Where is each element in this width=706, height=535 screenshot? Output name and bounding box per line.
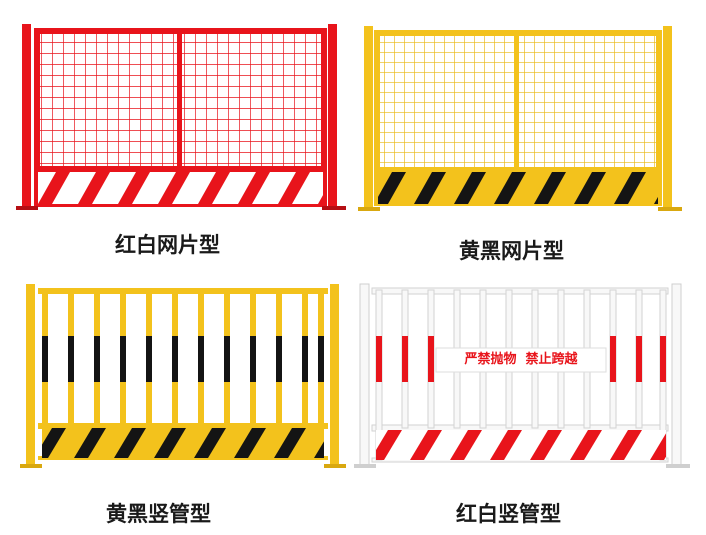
caption-red-white-mesh: 红白网片型 [115, 233, 220, 257]
fence-red-white-tube-image [354, 283, 690, 468]
caption-yellow-black-mesh: 黄黑网片型 [459, 239, 564, 263]
caption-yellow-black-tube: 黄黑竖管型 [106, 502, 211, 526]
fence-yellow-black-mesh [354, 22, 694, 222]
fence-yellow-black-tube [18, 282, 348, 472]
fence-red-white-mesh-image [16, 24, 346, 210]
fence-yellow-black-mesh-image [358, 26, 682, 211]
caption-red-white-tube: 红白竖管型 [456, 502, 561, 526]
fence-yellow-black-tube-image [20, 284, 346, 468]
fence-red-white-mesh [8, 20, 348, 220]
fence-red-white-tube: 严禁抛物 禁止跨越 [354, 282, 694, 472]
warning-sign-text: 严禁抛物 禁止跨越 [464, 352, 578, 367]
warning-sign-board [435, 347, 607, 373]
